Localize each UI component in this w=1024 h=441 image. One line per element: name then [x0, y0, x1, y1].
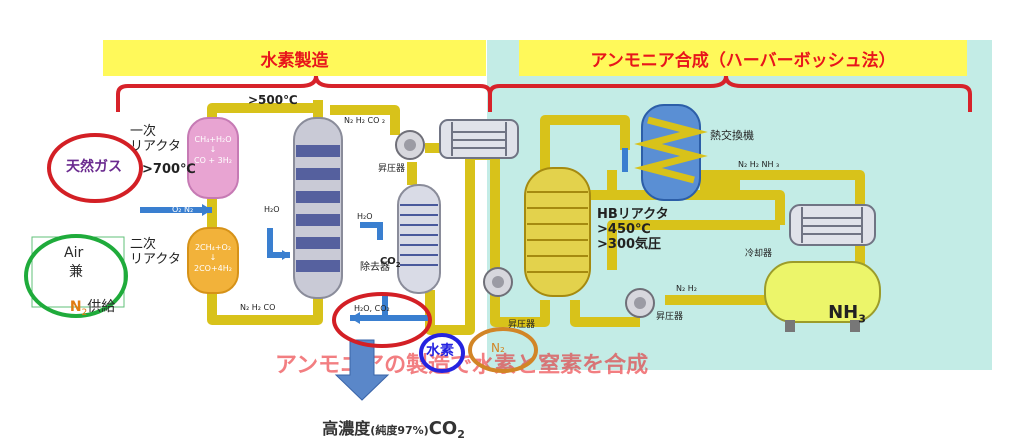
- h2o-co2-stream-label: H₂O, CO₂: [354, 304, 390, 313]
- high-purity-co2-label: 高濃度(純度97%)CO2: [300, 401, 465, 441]
- nitrogen-output-label: N₂: [491, 341, 505, 355]
- n2h2co2-stream-label: N₂ H₂ CO ₂: [344, 116, 386, 125]
- co2-formula: CO: [428, 418, 458, 440]
- top-temp-label: >500℃: [248, 93, 298, 107]
- n2-symbol: N: [69, 299, 82, 316]
- hydrogen-output-highlight: [419, 333, 465, 373]
- h2o-stream-label-2: H₂O: [357, 212, 373, 221]
- hb-reactor-label: HBリアクタ >450℃ >300気圧: [597, 207, 669, 252]
- natural-gas-highlight: [47, 133, 143, 203]
- hydrogen-production-banner: 水素製造: [103, 40, 486, 76]
- primary-reaction-formula: CH₄+H₂O ↓ CO + 3H₂: [194, 135, 232, 165]
- nh3-label: NH3: [803, 282, 866, 347]
- co2-purity: (純度97%): [370, 424, 429, 438]
- primary-reactor-label: 一次 リアクタ: [130, 124, 181, 154]
- booster-1-label: 昇圧器: [378, 164, 406, 174]
- nh3-tank: [764, 261, 881, 323]
- hydrogen-section-bracket: [116, 75, 492, 112]
- ammonia-synthesis-banner: アンモニア合成（ハーバーボッシュ法）: [519, 40, 967, 76]
- n2h2-stream-label: N₂ H₂: [676, 284, 697, 293]
- o2n2-stream-label: O₂ N₂: [172, 205, 194, 214]
- h2o-stream-label-1: H₂O: [264, 205, 280, 214]
- co2-remover-suffix: 除去器: [360, 262, 390, 273]
- air-highlight: [24, 234, 128, 318]
- n2h2co-stream-label: N₂ H₂ CO: [240, 303, 276, 312]
- primary-reactor-vessel: [187, 117, 239, 199]
- co2-h2o-highlight: [332, 292, 432, 348]
- hb-reactor-vessel: [524, 167, 591, 297]
- co2-subscript: 2: [457, 428, 465, 441]
- booster-2-label: 昇圧器: [508, 320, 536, 330]
- heat-exchanger-label: 熱交換機: [710, 129, 754, 142]
- natural-gas-label: 天然ガス: [66, 159, 122, 175]
- co2-prefix: 高濃度: [322, 419, 371, 439]
- primary-temp-label: >700℃: [142, 162, 196, 177]
- co2-remover-label: CO2: [366, 244, 401, 280]
- cooler-label: 冷却器: [745, 249, 773, 259]
- reforming-column: [293, 117, 343, 299]
- n2-subscript: 2: [81, 307, 88, 318]
- nh3-subscript: 3: [858, 312, 866, 326]
- nitrogen-output-highlight: [468, 327, 538, 373]
- nh3-formula: NH: [828, 301, 859, 323]
- air-also-label: 兼: [69, 264, 83, 280]
- ammonia-section-bracket: [488, 75, 972, 112]
- supply-word: 供給: [87, 299, 116, 316]
- booster-3-label: 昇圧器: [656, 312, 684, 322]
- co2-remover-sub: 2: [395, 260, 401, 269]
- co2-remover-column: [397, 184, 441, 294]
- ammonia-synthesis-title: アンモニア合成（ハーバーボッシュ法）: [590, 50, 896, 71]
- hydrogen-output-label: 水素: [426, 343, 454, 359]
- air-label: Air: [64, 245, 84, 261]
- n2h2nh3-stream-label: N₂ H₂ NH ₃: [738, 160, 780, 169]
- hydrogen-production-title: 水素製造: [260, 50, 329, 71]
- secondary-reaction-formula: 2CH₄+O₂ ↓ 2CO+4H₂: [194, 243, 232, 273]
- n2-supply-label: N2供給: [52, 283, 115, 334]
- secondary-reactor-vessel: [187, 227, 239, 294]
- secondary-reactor-label: 二次 リアクタ: [130, 237, 181, 267]
- co2-remover-formula: CO: [379, 255, 396, 267]
